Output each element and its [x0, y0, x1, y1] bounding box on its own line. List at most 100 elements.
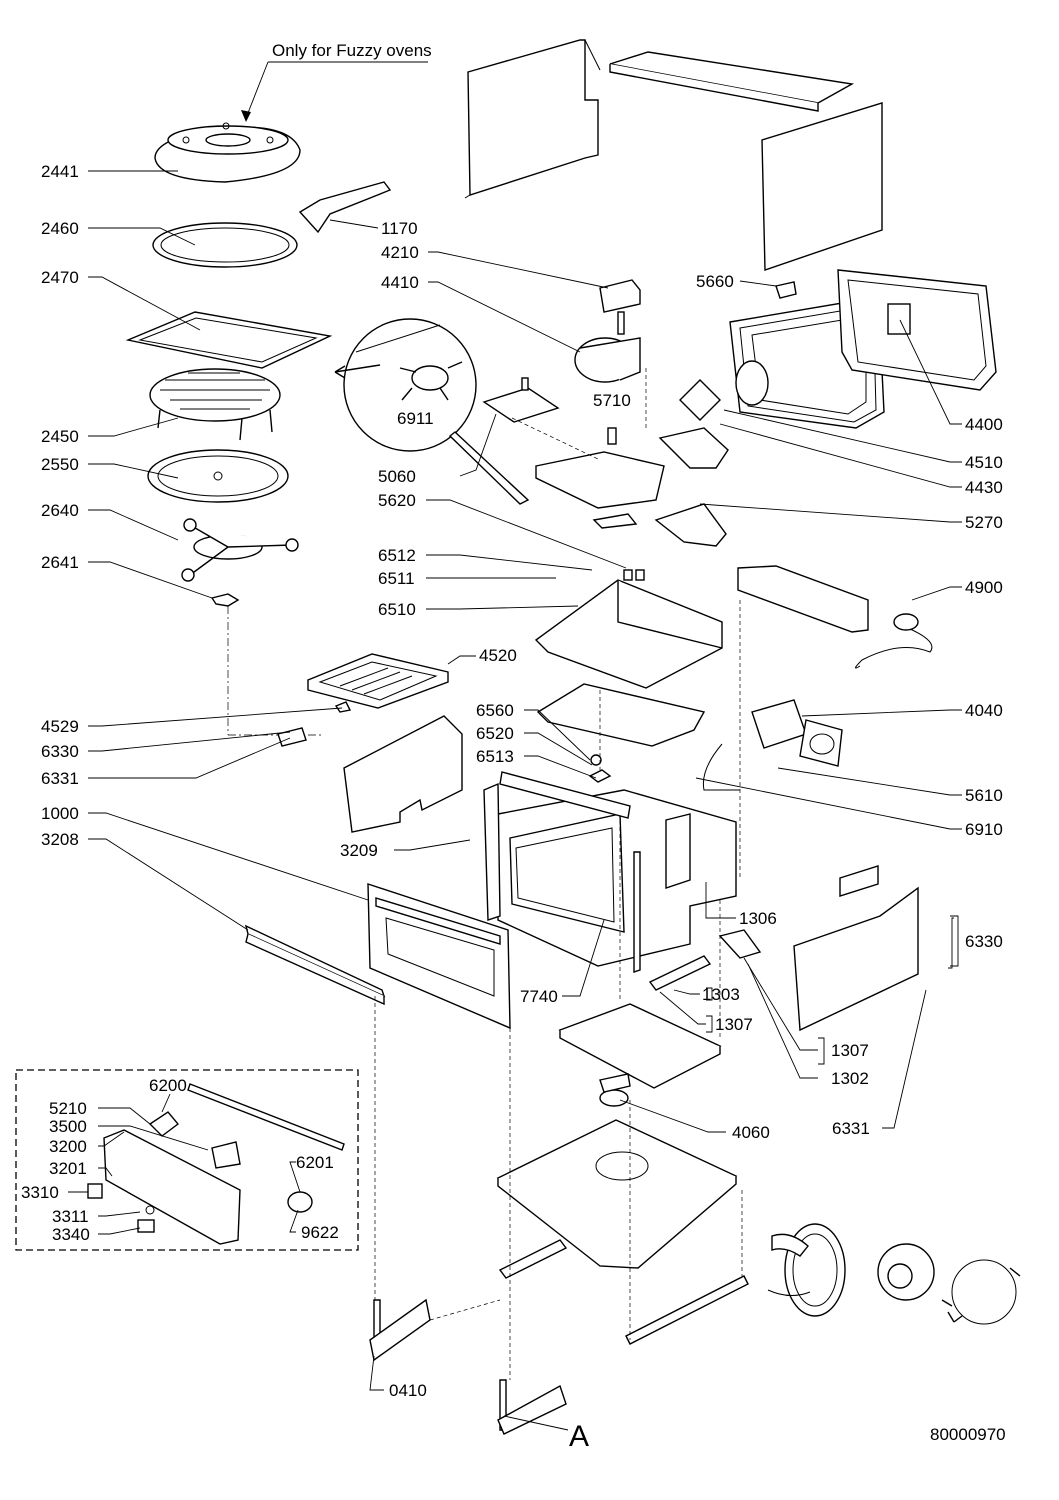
crisp-plate: [152, 222, 298, 268]
cabinet-top-strip: [737, 565, 869, 633]
drawing-number: 80000970: [930, 1425, 1006, 1444]
part-label: 2450: [41, 427, 79, 446]
part-label: 1000: [41, 804, 79, 823]
part-label: 5660: [696, 272, 734, 291]
part-label: 2641: [41, 553, 79, 572]
part-label: 6520: [476, 724, 514, 743]
part-label: 6510: [378, 600, 416, 619]
part-label: 3200: [49, 1137, 87, 1156]
part-label: 6331: [832, 1119, 870, 1138]
part-label: 3340: [52, 1225, 90, 1244]
part-label: 6201: [296, 1153, 334, 1172]
bracket-6330: [950, 915, 959, 967]
part-label: 2550: [41, 455, 79, 474]
part-label: 0410: [389, 1381, 427, 1400]
stirrer-motor: [599, 1073, 631, 1107]
part-label: 6513: [476, 747, 514, 766]
turntable-glass: [147, 449, 289, 503]
hinge-bits: [588, 754, 612, 783]
part-label: 4510: [965, 453, 1003, 472]
detail-a: [767, 1223, 1021, 1325]
side-shield-left: [343, 715, 463, 833]
oven-door: [367, 883, 511, 1030]
magnetron-bracket: [535, 427, 729, 509]
bottom-plate: [558, 1003, 722, 1089]
thermal-fuse-bracket: [599, 279, 641, 313]
part-label: 3310: [21, 1183, 59, 1202]
part-label: 5060: [378, 467, 416, 486]
part-label: 2640: [41, 501, 79, 520]
part-label: 3500: [49, 1117, 87, 1136]
control-panel-frame: [15, 1069, 359, 1251]
control-panel: [87, 1083, 345, 1245]
part-label: 4040: [965, 701, 1003, 720]
part-label: 6200: [149, 1076, 187, 1095]
part-label: 4520: [479, 646, 517, 665]
note-arrowhead: [241, 110, 251, 122]
grill-clip: [334, 701, 352, 713]
coupler: [210, 593, 240, 607]
part-label: 6911: [397, 409, 434, 428]
part-label-set: 2441 2460 1170 2470 2450 2550 2640 2641 …: [21, 162, 1003, 1400]
part-label: 5610: [965, 786, 1003, 805]
foot-left: [369, 1298, 431, 1362]
detail-circle: [334, 318, 530, 505]
part-label: 7740: [520, 987, 558, 1006]
magnetron: [751, 699, 843, 767]
fan-blade: [679, 379, 721, 421]
part-label: 9622: [301, 1223, 339, 1242]
part-label: 4529: [41, 717, 79, 736]
part-label: 6560: [476, 701, 514, 720]
part-label: 2460: [41, 219, 79, 238]
part-label: 3209: [340, 841, 378, 860]
part-label: 4060: [732, 1123, 770, 1142]
part-label: 3208: [41, 830, 79, 849]
back-tray: [837, 269, 997, 391]
oven-cavity: [483, 771, 737, 973]
front-trim-strip: [244, 924, 386, 1006]
crisp-handle: [298, 181, 392, 234]
transformer-assembly: [592, 503, 727, 547]
part-label: 3201: [49, 1159, 87, 1178]
roller-support: [181, 518, 299, 582]
leader-lines: [68, 170, 962, 1431]
part-label: 1170: [381, 219, 418, 238]
part-label: 5270: [965, 513, 1003, 532]
base-plate: [496, 1119, 738, 1269]
part-label: 1306: [739, 909, 777, 928]
fan-motor: [574, 311, 641, 383]
detail-letter: A: [569, 1420, 589, 1453]
part-label: 4430: [965, 478, 1003, 497]
mains-filter: [702, 743, 740, 791]
lamp-holder-left: [277, 727, 307, 747]
cavity-top-plate: [534, 569, 723, 689]
part-label: 1307: [715, 1015, 753, 1034]
fuzzy-note: Only for Fuzzy ovens: [272, 41, 432, 60]
part-label: 2470: [41, 268, 79, 287]
part-label: 6512: [378, 546, 416, 565]
part-label: 4900: [965, 578, 1003, 597]
door-switch-lever: [648, 929, 762, 991]
side-shield-right: [793, 865, 919, 1032]
part-label: 4210: [381, 243, 419, 262]
microswitch: [775, 281, 797, 299]
part-label: 4410: [381, 273, 419, 292]
grill-element: [307, 653, 449, 709]
baking-tray: [125, 311, 333, 369]
power-cord: [855, 613, 933, 669]
part-label: 3311: [52, 1207, 89, 1226]
part-label: 1307: [831, 1041, 869, 1060]
base-rails: [498, 1239, 749, 1345]
part-label: 5710: [593, 391, 631, 410]
cabinet-top-cover: [609, 51, 855, 112]
part-label: 1303: [702, 985, 740, 1004]
bracket-1307-right: [818, 1037, 825, 1065]
part-label: 5210: [49, 1099, 87, 1118]
part-label: 4400: [965, 415, 1003, 434]
part-label: 6511: [378, 569, 415, 588]
cabinet-side-panel-right: [761, 102, 883, 271]
bracket-1303-1307: [706, 987, 713, 1033]
wave-guide-cover: [536, 683, 706, 747]
crisp-plate-cover: [154, 122, 301, 183]
